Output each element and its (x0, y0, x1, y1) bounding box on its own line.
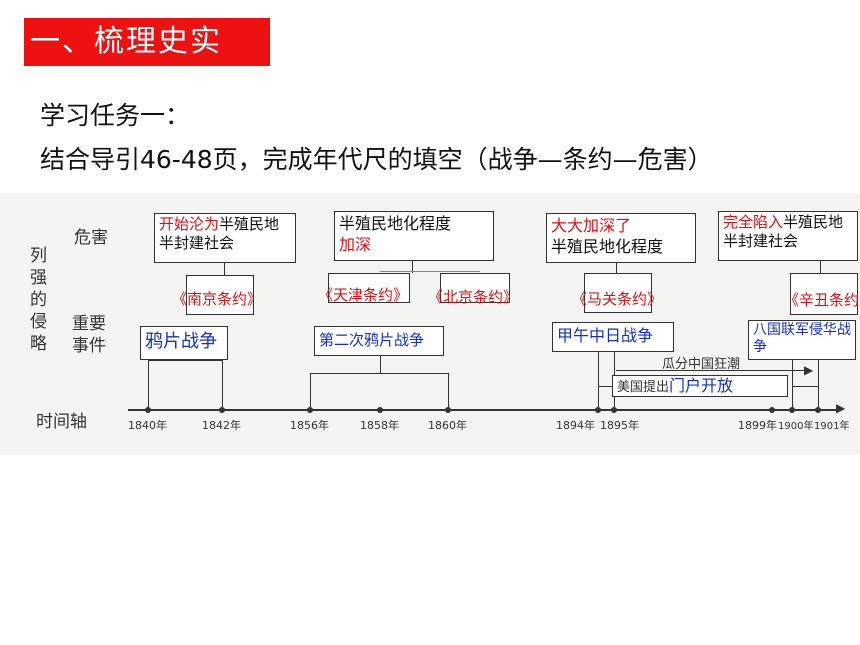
page-title: 一、梳理史实 (30, 24, 222, 59)
side-title-char: 强 (30, 268, 47, 288)
bracket-line (792, 360, 793, 408)
harm-black-text: 半殖民地化程度 (551, 237, 664, 256)
event-second-opium-war: 第二次鸦片战争 (314, 326, 444, 356)
bracket-line (598, 386, 615, 387)
year-label: 1900年 (778, 421, 814, 432)
event-opium-war: 鸦片战争 (140, 326, 228, 360)
harm-black-text: 半殖民地半封建社会 (159, 215, 280, 252)
side-title-char: 列 (30, 246, 47, 266)
axis-dot (595, 407, 601, 413)
side-title-char: 略 (30, 334, 47, 354)
harm-red-text: 完全陷入 (723, 213, 784, 231)
side-title-char: 侵 (30, 312, 47, 332)
treaty-box-nanjing (186, 275, 254, 315)
harm-box-second-opium: 半殖民地化程度 加深 (334, 211, 494, 261)
axis-dot (769, 407, 775, 413)
partition-arrow-line (616, 370, 806, 371)
bracket-line (148, 360, 149, 408)
bracket-line (598, 352, 599, 408)
axis-arrow-icon: ▶ (836, 401, 846, 415)
event-eight-nation-alliance: 八国联军侵华战争 (748, 320, 856, 360)
row-label-axis: 时间轴 (36, 412, 87, 432)
axis-dot (307, 407, 313, 413)
axis-dot (815, 407, 821, 413)
harm-box-sino-japanese: 大大加深了 半殖民地化程度 (546, 213, 696, 263)
treaty-box-beijing (440, 273, 510, 303)
connector-line (380, 271, 480, 272)
connector-line (224, 263, 225, 275)
axis-dot (219, 407, 225, 413)
connector-line (616, 263, 617, 275)
bracket-line (448, 373, 449, 408)
year-label: 1860年 (428, 419, 467, 432)
axis-dot (377, 407, 383, 413)
task-instruction: 结合导引46-48页，完成年代尺的填空（战争—条约—危害） (40, 145, 713, 174)
treaty-box-tianjin (328, 273, 410, 303)
year-label: 1894年 (556, 419, 595, 432)
treaty-label-beijing: 《北京条约》 (428, 288, 519, 306)
bracket-line (310, 373, 449, 374)
treaty-label-maguan: 《马关条约》 (572, 290, 663, 308)
partition-note: 瓜分中国狂潮 (662, 357, 741, 372)
harm-black-text: 半殖民地半封建社会 (723, 213, 844, 250)
axis-dot (789, 407, 795, 413)
axis-dot (445, 407, 451, 413)
bracket-line (818, 360, 819, 408)
bracket-line (222, 360, 223, 408)
side-title-char: 的 (30, 290, 47, 310)
timeline-diagram: 列 强 的 侵 略 危害 重要事件 时间轴 开始沦为半殖民地半封建社会 半殖民地… (0, 193, 860, 455)
treaty-label-tianjin: 《天津条约》 (318, 286, 409, 304)
connector-line (820, 261, 821, 275)
harm-box-boxer: 完全陷入半殖民地半封建社会 (718, 211, 858, 261)
arrow-head-icon: ▶ (804, 363, 814, 377)
bracket-line (310, 373, 311, 408)
year-label: 1856年 (290, 419, 329, 432)
us-policy: 门户开放 (669, 376, 734, 395)
year-label: 1895年 (600, 419, 639, 432)
year-label: 1840年 (128, 419, 167, 432)
harm-red-text: 开始沦为 (159, 215, 220, 233)
year-label: 1858年 (360, 419, 399, 432)
row-label-harm: 危害 (74, 228, 108, 248)
year-label: 1901年 (814, 421, 850, 432)
event-sino-japanese-war: 甲午中日战争 (552, 322, 674, 352)
us-policy-box: 美国提出门户开放 (612, 375, 788, 397)
axis-dot (145, 407, 151, 413)
connector-line (412, 261, 413, 273)
treaty-label-nanjing: 《南京条约》 (172, 290, 263, 308)
time-axis (128, 409, 840, 411)
treaty-label-xinchou: 《辛丑条约》 (784, 291, 860, 309)
bracket-line (792, 386, 819, 387)
treaty-box-maguan (584, 273, 652, 313)
harm-box-opium: 开始沦为半殖民地半封建社会 (154, 213, 296, 263)
harm-black-text: 半殖民地化程度 (339, 214, 452, 233)
year-label: 1842年 (202, 419, 241, 432)
heading-banner (24, 18, 270, 66)
bracket-line (380, 356, 381, 373)
treaty-box-xinchou (790, 273, 858, 315)
year-label: 1899年 (738, 419, 777, 432)
row-label-events: 重要事件 (72, 314, 106, 356)
task-heading: 学习任务一： (40, 101, 191, 130)
us-prefix: 美国提出 (617, 380, 670, 395)
bracket-line (148, 360, 223, 361)
axis-dot (611, 407, 617, 413)
harm-red-text: 加深 (339, 235, 372, 254)
harm-red-text: 大大加深了 (551, 216, 632, 235)
